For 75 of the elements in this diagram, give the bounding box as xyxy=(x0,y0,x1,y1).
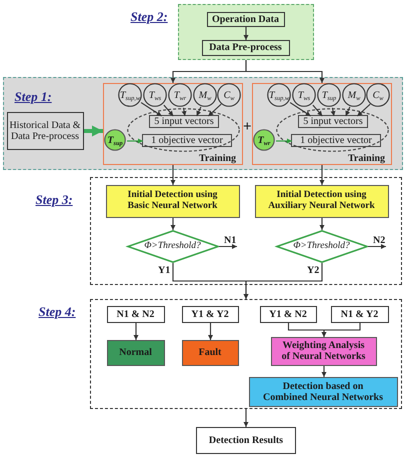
arrow xyxy=(322,366,326,377)
result-box: Normal xyxy=(106,340,164,366)
process-box: Operation Data xyxy=(206,12,284,26)
dashed-ellipse xyxy=(276,108,389,152)
vector-box: 5 input vectors xyxy=(149,115,219,128)
variable-circle: T$_{ws}$ xyxy=(143,83,167,107)
variable-circle: T$_{ws}$ xyxy=(292,83,316,107)
arrow xyxy=(276,138,292,144)
variable-circle: T$_{sup,w}$ xyxy=(118,83,142,107)
step-heading: Step 1: xyxy=(14,88,52,104)
arrow xyxy=(244,27,248,40)
process-box: Weighting Analysis of Neural Networks xyxy=(270,336,376,366)
training-panel xyxy=(102,82,242,164)
dashed-ellipse xyxy=(127,108,240,152)
edge-label: Y2 xyxy=(307,265,320,276)
arrow xyxy=(127,138,143,144)
arrow xyxy=(322,323,361,337)
edge-label: N2 xyxy=(373,234,386,246)
arrow xyxy=(290,102,311,116)
arrow xyxy=(208,323,213,340)
process-box: Data Pre-process xyxy=(202,40,290,56)
arrow xyxy=(320,165,324,185)
step-heading: Step 3: xyxy=(36,192,73,206)
arrow xyxy=(245,60,324,83)
process-box: Initial Detection using Auxiliary Neural Network xyxy=(254,184,388,218)
step-panel xyxy=(3,77,403,170)
decision-diamond: Φ>Threshold? xyxy=(276,230,368,262)
edge-label: Y1 xyxy=(158,265,170,276)
training-label: Training xyxy=(199,153,236,164)
training-panel xyxy=(252,82,392,164)
arrow xyxy=(84,126,103,136)
arrow xyxy=(356,104,371,116)
arrow xyxy=(208,104,222,116)
arrow xyxy=(345,106,350,116)
arrow xyxy=(170,165,176,185)
vector-box: 1 objective vector xyxy=(291,134,381,147)
plus-sign: + xyxy=(243,119,252,135)
step-heading: Step 4: xyxy=(38,304,76,318)
vector-box: 1 objective vector xyxy=(142,134,232,147)
condition-box: Y1 & Y2 xyxy=(182,306,238,322)
arrow xyxy=(312,104,323,116)
arrow xyxy=(182,108,186,116)
condition-box: N1 & Y2 xyxy=(330,306,388,322)
decision-diamond: Φ>Threshold? xyxy=(126,230,218,262)
arrow xyxy=(196,106,202,116)
variable-circle: M$_{w}$ xyxy=(342,83,366,107)
arrow xyxy=(244,409,248,427)
training-label: Training xyxy=(348,153,386,164)
result-box: Fault xyxy=(182,340,238,366)
output-box: Detection Results xyxy=(196,427,296,454)
condition-box: N1 & N2 xyxy=(106,306,164,322)
step-heading: Step 2: xyxy=(130,8,168,24)
variable-circle: T$_{sup,w}$ xyxy=(267,83,291,107)
variable-circle: C$_{w}$ xyxy=(217,83,241,107)
process-box: Detection based on Combined Neural Networks xyxy=(248,376,398,406)
variable-circle: T$_{sup}$ xyxy=(317,83,341,107)
vector-box: 5 input vectors xyxy=(298,115,368,128)
data-source-box: Historical Data & Data Pre-process xyxy=(6,112,84,150)
arrow xyxy=(170,218,176,230)
variable-circle: T$_{wr}$ xyxy=(168,83,192,107)
arrow xyxy=(368,244,386,249)
arrow xyxy=(219,244,237,249)
target-variable-circle: T$_{wr}$ xyxy=(253,129,275,151)
arrow xyxy=(330,108,336,116)
arrow xyxy=(244,263,323,299)
process-box: Initial Detection using Basic Neural Network xyxy=(106,184,240,218)
variable-circle: C$_{w}$ xyxy=(366,83,390,107)
arrow xyxy=(140,102,162,116)
target-variable-circle: T$_{sup}$ xyxy=(104,129,126,151)
condition-box: Y1 & N2 xyxy=(260,306,316,322)
edge-label: N1 xyxy=(224,234,236,246)
arrow xyxy=(320,218,324,230)
arrow xyxy=(134,323,138,340)
arrow xyxy=(163,104,174,116)
variable-circle: M$_{w}$ xyxy=(193,83,217,107)
